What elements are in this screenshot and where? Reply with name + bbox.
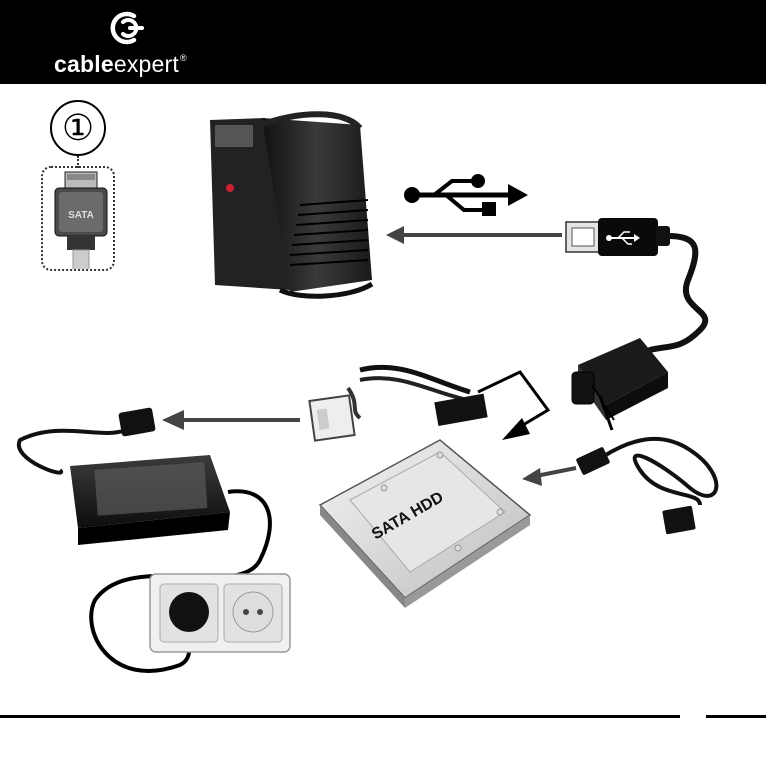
- usb-trident-icon: [404, 174, 528, 216]
- sata-data-cable-image: [576, 439, 717, 535]
- wall-socket-image: [150, 574, 290, 652]
- pc-tower-image: [210, 114, 372, 296]
- arrow-to-hdd-icon: [522, 468, 576, 486]
- bent-arrow-icon: [478, 372, 548, 440]
- power-splitter-cable-image: [309, 367, 487, 440]
- footer-rule: [0, 715, 680, 718]
- usb-plug-image: [566, 218, 670, 256]
- sata-hdd-image: SATA HDD: [320, 440, 530, 608]
- usb-cable: [650, 236, 705, 350]
- arrow-to-psu-icon: [162, 410, 300, 430]
- footer-rule-end: [706, 715, 766, 718]
- arrow-left-icon: [386, 226, 562, 244]
